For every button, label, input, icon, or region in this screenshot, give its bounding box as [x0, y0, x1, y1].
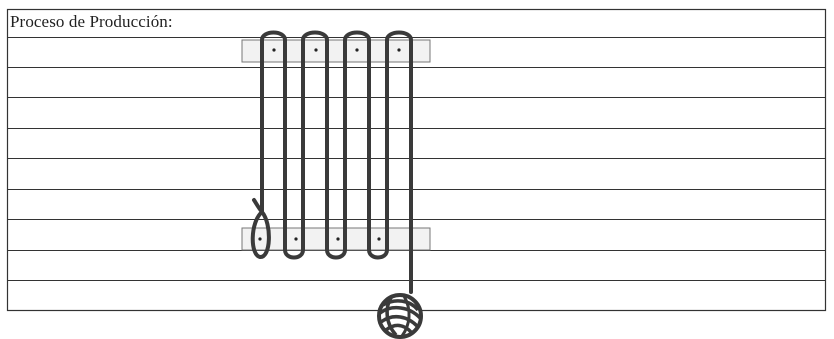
peg: [314, 48, 317, 51]
warp-yarn: [262, 33, 411, 293]
peg: [377, 237, 380, 240]
form-title: Proceso de Producción:: [10, 13, 173, 30]
peg: [294, 237, 297, 240]
peg: [258, 237, 261, 240]
peg: [336, 237, 339, 240]
peg: [355, 48, 358, 51]
peg: [272, 48, 275, 51]
top-loom-bar: [242, 40, 430, 62]
peg: [397, 48, 400, 51]
yarn-ball-icon: [379, 295, 421, 337]
